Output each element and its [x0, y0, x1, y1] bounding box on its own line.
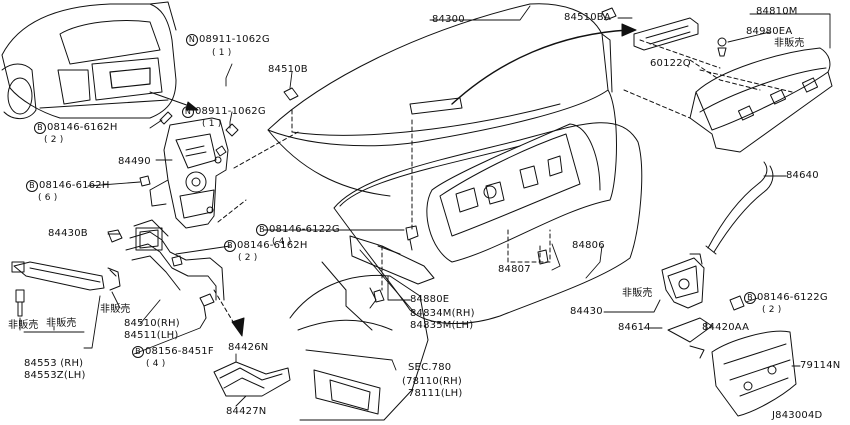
- label-not-sold-left-3: 非販売: [100, 304, 131, 315]
- callout-b2-code: 08146-6162H: [39, 180, 110, 191]
- bolt-symbol-icon: B: [26, 180, 38, 192]
- label-not-sold-left-2: 非販売: [46, 318, 77, 329]
- callout-b6-code: 08156-8451F: [145, 346, 214, 357]
- callout-b5-code: 08146-6122G: [757, 292, 828, 303]
- bolt-symbol-icon: B: [224, 240, 236, 252]
- trunk-seal-84806: [333, 122, 643, 324]
- callout-b3-qty: ( 2 ): [238, 253, 258, 263]
- label-60122Q: 60122Q: [650, 58, 691, 69]
- callout-b1-code: 08146-6162H: [47, 122, 118, 133]
- license-lamp-60122Q: [601, 7, 699, 51]
- trunk-finisher-84810M: [689, 37, 833, 153]
- callout-n1-code: 08911-1062G: [199, 34, 270, 45]
- label-84426N: 84426N: [228, 342, 269, 353]
- label-84980EA: 84980EA: [746, 26, 793, 37]
- callout-b1-qty: ( 2 ): [44, 135, 64, 145]
- label-not-sold-left-1: 非販売: [8, 320, 39, 331]
- bolt-symbol-icon: B: [132, 346, 144, 358]
- label-84806: 84806: [572, 240, 605, 251]
- label-not-sold-top: 非販売: [774, 38, 805, 49]
- dashed-finisher-leaders: [689, 59, 793, 93]
- grommet-84430B: [107, 229, 123, 243]
- callout-b5-qty: ( 2 ): [762, 305, 782, 315]
- label-84427N: 84427N: [226, 406, 267, 417]
- callout-b3-code: 08146-6162H: [237, 240, 308, 251]
- label-84511LH: 84511(LH): [124, 330, 179, 341]
- arrow-head: [231, 317, 245, 337]
- label-sec780: SEC.780: [408, 362, 452, 373]
- label-84834M: 84834M(RH): [410, 308, 475, 319]
- callout-b4-qty: ( 4 ): [272, 237, 292, 247]
- bolt-symbol-icon: B: [744, 292, 756, 304]
- label-not-sold-right: 非販売: [622, 288, 653, 299]
- nut-symbol-icon: N: [182, 106, 194, 118]
- label-84835M: 84835M(LH): [410, 320, 474, 331]
- callout-n2-qty: ( 1 ): [202, 119, 222, 129]
- rear-panel-79114N: [711, 330, 797, 417]
- label-84810M: 84810M: [756, 6, 798, 17]
- nut-symbol-icon: N: [186, 34, 198, 46]
- label-leader-lines: [19, 5, 831, 407]
- label-84490: 84490: [118, 156, 151, 167]
- bolt-icons-bottom-left: [15, 255, 215, 319]
- gas-strut-84553: [11, 261, 121, 291]
- hinge-bracket-84490: [149, 117, 229, 229]
- label-84510BA: 84510BA: [564, 12, 611, 23]
- label-84430B: 84430B: [48, 228, 88, 239]
- bolt-symbol-icon: B: [256, 224, 268, 236]
- label-84430: 84430: [570, 306, 603, 317]
- label-84807: 84807: [498, 264, 531, 275]
- arrow-lid-to-lamp: [451, 29, 629, 105]
- weatherstrip-84426N: [213, 361, 291, 397]
- label-84640: 84640: [786, 170, 819, 181]
- callout-b6-qty: ( 4 ): [146, 359, 166, 369]
- label-79114N: 79114N: [800, 360, 841, 371]
- label-84510B: 84510B: [268, 64, 308, 75]
- label-84510RH: 84510(RH): [124, 318, 180, 329]
- trunk-lid-84300: [267, 3, 617, 263]
- car-rear-view-illustration: [1, 1, 177, 119]
- label-78110: (78110(RH): [402, 376, 462, 387]
- diagram-code: J843004D: [772, 410, 823, 421]
- callout-b2-qty: ( 6 ): [38, 193, 58, 203]
- trunk-latch-84430: [661, 253, 745, 359]
- label-84614: 84614: [618, 322, 651, 333]
- label-84880E: 84880E: [410, 294, 450, 305]
- label-84420AA: 84420AA: [702, 322, 750, 333]
- drain-hose-84640: [705, 161, 774, 255]
- dashed-leaders: [217, 39, 721, 291]
- bolt-symbol-icon: B: [34, 122, 46, 134]
- label-78111: 78111(LH): [408, 388, 463, 399]
- callout-n2-code: 08911-1062G: [195, 106, 266, 117]
- callout-b4-code: 08146-6122G: [269, 224, 340, 235]
- label-84300: 84300: [432, 14, 465, 25]
- callout-n1-qty: ( 1 ): [212, 48, 232, 58]
- torsion-bar-84510: [125, 219, 225, 301]
- label-84553Z: 84553Z(LH): [24, 370, 86, 381]
- bolt-icons-trunk: [283, 87, 549, 303]
- label-84553: 84553 (RH): [24, 358, 84, 369]
- arrow-head: [621, 23, 637, 37]
